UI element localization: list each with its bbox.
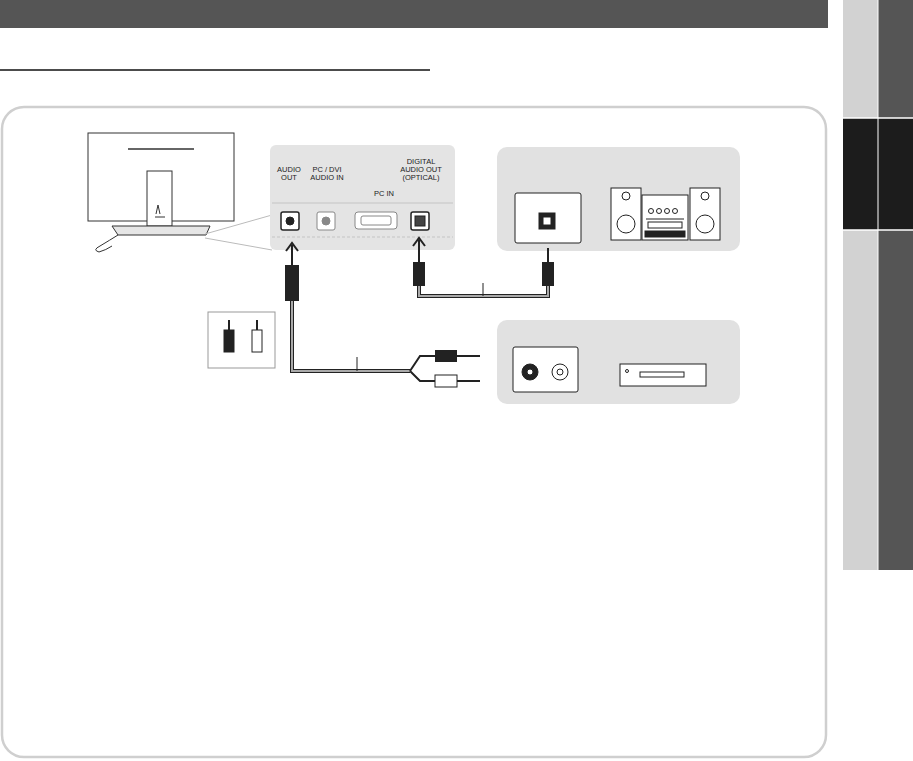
audio-cable [285, 243, 480, 387]
header-bar [0, 0, 828, 28]
port-label: AUDIO OUT [276, 166, 302, 182]
vcr-panel [497, 320, 740, 404]
side-tab [843, 0, 878, 570]
port-label: PC / DVI AUDIO IN [309, 166, 345, 182]
audio-system-illustration [515, 188, 720, 243]
port-panel-ground [270, 145, 455, 250]
heading-rule [0, 69, 430, 71]
side-tab [878, 0, 913, 570]
plug-inset [208, 312, 275, 368]
tv-illustration [88, 133, 272, 252]
outer-frame [2, 107, 826, 757]
port-label: DIGITAL AUDIO OUT (OPTICAL) [397, 158, 445, 182]
port-panel: AUDIO OUT PC / DVI AUDIO IN PC IN DIGITAL A… [270, 145, 455, 250]
vcr-illustration [513, 347, 706, 392]
port-label: PC IN [367, 190, 401, 198]
optical-cable [413, 238, 554, 296]
audio-system-panel [497, 147, 740, 251]
port-jacks [281, 212, 429, 230]
